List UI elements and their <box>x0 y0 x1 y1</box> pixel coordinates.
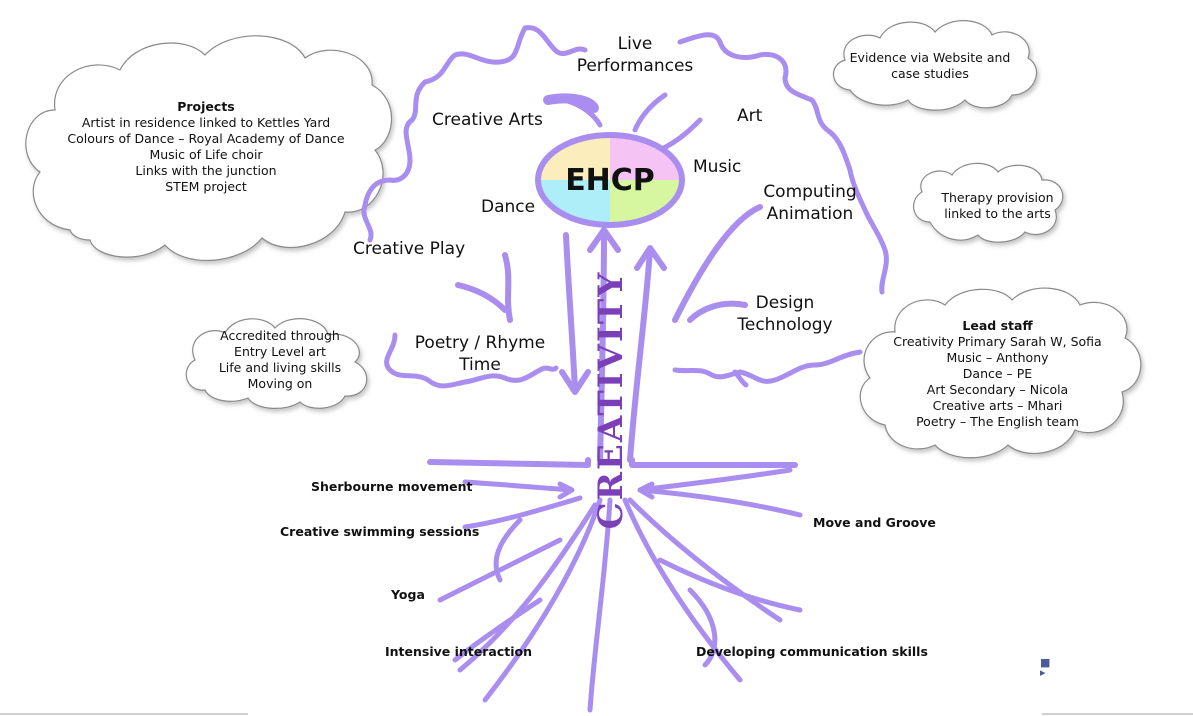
root-swimming <box>462 495 583 530</box>
live-performances-label: Live Performances <box>576 34 694 76</box>
trunk-left <box>427 457 591 468</box>
projects-line: STEM project <box>165 179 247 194</box>
therapy-text: Therapy provision linked to the arts <box>941 190 1054 221</box>
root-main-left <box>482 497 603 703</box>
root-yoga <box>437 537 563 603</box>
root-label-intensive: Intensive interaction <box>385 644 532 659</box>
root-main-right <box>622 497 743 683</box>
lead-staff-text: Lead staff Creativity Primary Sarah W, S… <box>880 318 1115 430</box>
root-left-curl <box>493 517 523 583</box>
art-label: Art <box>737 106 763 126</box>
root-right-curl <box>687 587 718 668</box>
design-technology-label: Design Technology <box>737 293 833 335</box>
slide-bottom-divider-right <box>1042 713 1193 715</box>
root-move <box>637 487 803 518</box>
up-arrow-left-head <box>587 227 621 253</box>
ehcp-oval <box>535 93 685 228</box>
therapy-cloud <box>913 162 1064 243</box>
lead-staff-line: Poetry – The English team <box>916 414 1079 429</box>
projects-cloud <box>25 35 393 262</box>
root-label-swimming: Creative swimming sessions <box>280 524 480 539</box>
root-main-right-2 <box>627 497 783 623</box>
creative-arts-label: Creative Arts <box>432 110 543 130</box>
root-label-communication: Developing communication skills <box>696 644 928 659</box>
accredited-text: Accredited through Entry Level art Life … <box>218 328 342 391</box>
root-sherbourne <box>462 479 573 493</box>
dance-label: Dance <box>481 197 536 217</box>
projects-line: Music of Life choir <box>149 147 263 162</box>
music-label: Music <box>693 157 742 177</box>
projects-text: Projects Artist in residence linked to K… <box>66 99 346 195</box>
projects-line: Colours of Dance – Royal Academy of Danc… <box>67 131 345 146</box>
branch-poetry <box>455 252 513 323</box>
crown-outline-lower-left <box>384 332 559 389</box>
branch-design <box>687 300 748 323</box>
computing-animation-label: Computing Animation <box>763 182 857 224</box>
root-label-move: Move and Groove <box>813 515 936 530</box>
root-intensive <box>452 597 543 663</box>
accredited-cloud <box>185 318 368 409</box>
lead-staff-line: Creativity Primary Sarah W, Sofia <box>893 334 1102 349</box>
up-arrow-left <box>597 229 607 463</box>
slide-corner-icon: ■▸ <box>1040 656 1051 679</box>
root-arrow-left <box>557 481 575 500</box>
creative-play-label: Creative Play <box>353 239 466 259</box>
lead-staff-cloud <box>859 287 1142 459</box>
crown-outline-right <box>677 32 889 295</box>
branch-computing <box>672 204 763 323</box>
root-label-yoga: Yoga <box>391 587 425 602</box>
root-label-sherbourne: Sherbourne movement <box>311 479 473 494</box>
lead-staff-line: Music – Anthony <box>946 350 1049 365</box>
root-main-center <box>587 497 613 713</box>
lead-staff-line: Creative arts – Mhari <box>932 398 1063 413</box>
ehcp-label: EHCP <box>565 163 655 198</box>
poetry-rhyme-time-label: Poetry / Rhyme Time <box>414 333 546 375</box>
root-main-left-2 <box>457 502 598 673</box>
root-communication <box>657 557 803 613</box>
down-arrow <box>563 232 578 393</box>
crown-outline-left <box>361 25 588 243</box>
up-arrow-right <box>627 247 653 463</box>
evidence-text: Evidence via Website and case studies <box>849 50 1011 81</box>
lead-staff-line: Art Secondary – Nicola <box>926 382 1069 397</box>
projects-title: Projects <box>177 99 235 114</box>
trunk-right <box>629 457 798 468</box>
up-arrow-right-head <box>634 245 667 271</box>
crown-outline-tick <box>732 369 749 388</box>
lead-staff-title: Lead staff <box>962 318 1033 333</box>
slide-bottom-divider-left <box>0 713 248 715</box>
evidence-cloud <box>833 20 1038 111</box>
root-move-2 <box>637 467 793 493</box>
creativity-trunk-label: CREATIVITY <box>591 270 631 530</box>
projects-line: Links with the junction <box>135 163 277 178</box>
projects-line: Artist in residence linked to Kettles Ya… <box>81 115 331 130</box>
lead-staff-line: Dance – PE <box>962 366 1033 381</box>
down-arrow-head <box>559 369 591 395</box>
crown-outline-lower-right <box>672 349 863 384</box>
